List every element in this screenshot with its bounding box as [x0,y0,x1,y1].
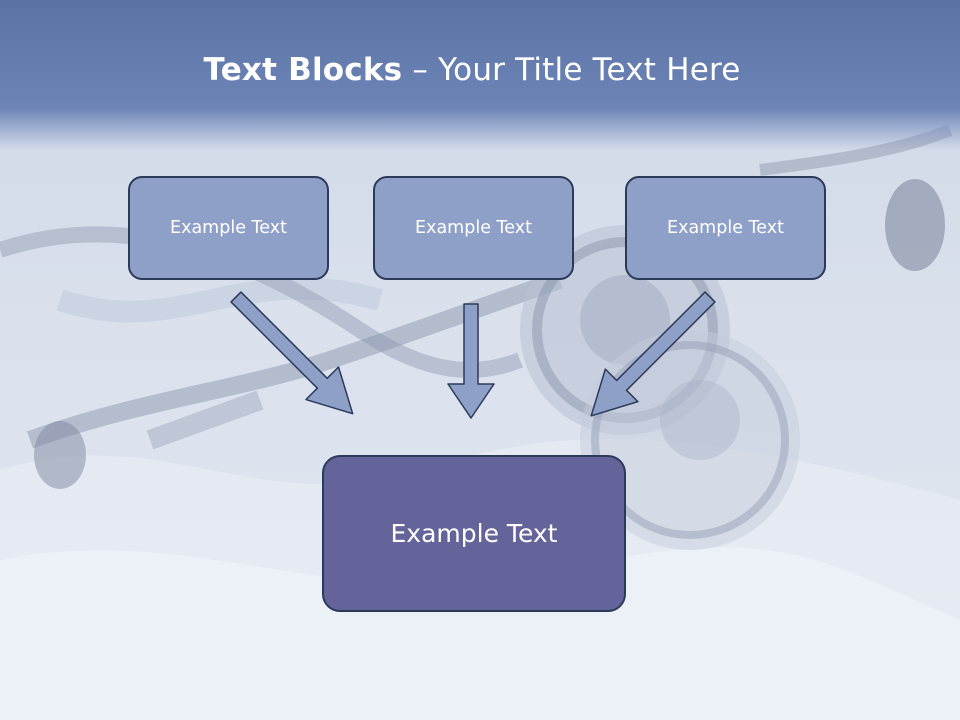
text-block-center[interactable]: Example Text [373,176,574,280]
text-block-left[interactable]: Example Text [128,176,329,280]
slide-title: Text Blocks – Your Title Text Here [0,52,944,88]
text-block-right-label: Example Text [667,218,784,238]
title-rest: Your Title Text Here [438,52,741,88]
title-band [0,0,960,150]
text-block-left-label: Example Text [170,218,287,238]
text-block-right[interactable]: Example Text [625,176,826,280]
title-bold-part: Text Blocks [203,52,403,88]
text-block-center-label: Example Text [415,218,532,238]
title-dash: – [402,52,439,88]
text-block-main-label: Example Text [390,519,558,548]
text-block-main[interactable]: Example Text [322,455,626,612]
